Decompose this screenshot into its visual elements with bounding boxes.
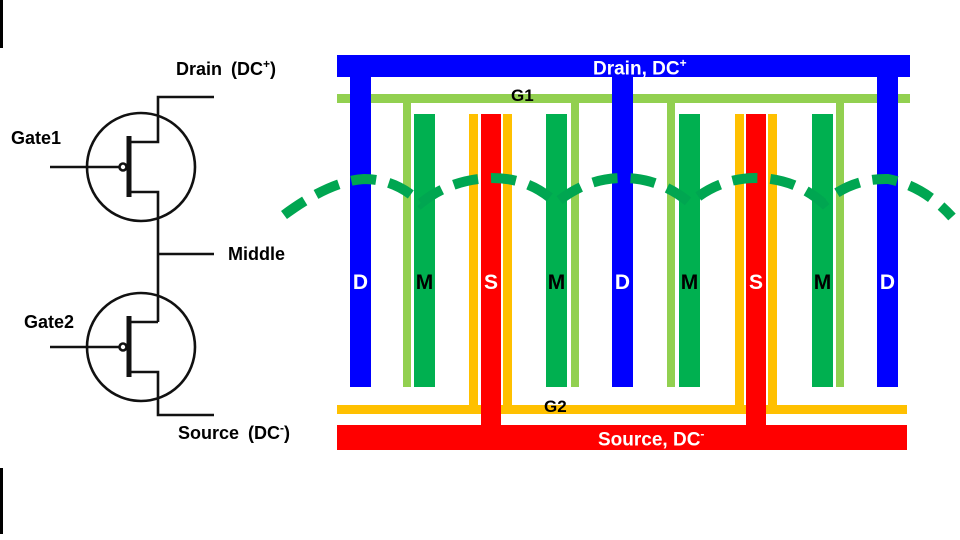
drain-rail — [337, 55, 910, 77]
page-edge-mark-top — [0, 0, 3, 48]
column-letter-d3: D — [879, 271, 896, 294]
source-rail-sup: - — [700, 427, 705, 441]
drain-sup: + — [263, 57, 271, 71]
source-rail-text: Source, DC — [598, 429, 701, 451]
gate2-finger-4 — [768, 114, 777, 414]
source-rail — [337, 425, 907, 450]
column-letter-d2: D — [614, 271, 631, 294]
source-paren: (DC — [248, 423, 281, 443]
middle-finger-3 — [679, 114, 700, 387]
column-letter-s2: S — [748, 271, 763, 294]
gate1-rail-label: G1 — [511, 86, 534, 105]
gate2-finger-2 — [503, 114, 512, 414]
drain-finger-2 — [612, 56, 633, 387]
drain-finger-1 — [350, 56, 371, 387]
gate2-rail-label: G2 — [544, 397, 567, 416]
source-terminal-label: Source (DC-) — [178, 421, 290, 444]
drain-terminal-label: Drain (DC+) — [176, 57, 276, 80]
source-rail-label: Source, DC- — [598, 427, 704, 451]
middle-finger-4 — [812, 114, 833, 387]
gate1-finger-3 — [667, 96, 675, 387]
gate1-label: Gate1 — [11, 128, 62, 148]
cascode-schematic — [50, 95, 214, 417]
drain-paren: (DC — [231, 59, 264, 79]
column-letter-s1: S — [483, 271, 498, 294]
gate2-finger-3 — [735, 114, 744, 414]
middle-finger-1 — [414, 114, 435, 387]
gate2-rail — [337, 405, 907, 414]
gate1-finger-4 — [836, 96, 844, 387]
column-letter-m2: M — [547, 271, 566, 294]
drain-rail-label: Drain, DC+ — [593, 56, 687, 80]
transistor2-source-wire — [129, 370, 214, 417]
gate1-contact-dot — [118, 162, 128, 172]
middle-finger-2 — [546, 114, 567, 387]
source-close: ) — [284, 423, 291, 443]
source-sup: - — [280, 421, 285, 435]
drain-rail-sup: + — [679, 56, 687, 70]
drain-rail-text: Drain, DC — [593, 58, 680, 80]
source-word: Source — [178, 423, 240, 443]
page-edge-mark-bottom — [0, 468, 3, 534]
transistor1-source-wire — [129, 190, 160, 322]
column-letter-m4: M — [813, 271, 832, 294]
column-letter-m3: M — [680, 271, 699, 294]
drain-close: ) — [270, 59, 277, 79]
gate2-label: Gate2 — [24, 312, 75, 332]
gate2-finger-1 — [469, 114, 478, 414]
drain-finger-3 — [877, 56, 898, 387]
gate1-finger-2 — [571, 96, 579, 387]
column-letter-d1: D — [352, 271, 369, 294]
gate2-contact-dot — [118, 342, 128, 352]
transistor1-drain-wire — [129, 95, 214, 144]
gate1-finger-1 — [403, 96, 411, 387]
column-letter-m1: M — [415, 271, 434, 294]
drain-word: Drain — [176, 59, 223, 79]
middle-label: Middle — [228, 244, 285, 264]
